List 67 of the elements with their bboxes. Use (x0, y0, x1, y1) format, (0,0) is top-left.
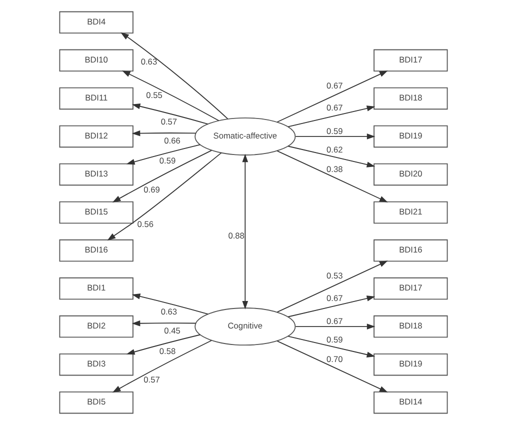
edge-label: 0.63 (160, 306, 178, 316)
arrow (112, 150, 212, 202)
edge-label: 0.62 (326, 144, 343, 154)
edge-label: 0.59 (159, 156, 176, 166)
arrow (295, 324, 376, 330)
node-box: BDI10 (59, 49, 134, 72)
arrow (112, 340, 212, 393)
node-box: BDI18 (374, 315, 448, 338)
edge-label: 0.59 (326, 126, 343, 136)
node-box: BDI19 (374, 353, 448, 376)
arrow (122, 70, 220, 122)
edge-label: 0.59 (326, 334, 343, 344)
edge-label: 0.55 (146, 90, 162, 100)
node-box: BDI16 (59, 239, 134, 262)
node-box: BDI15 (59, 201, 134, 224)
node-box: BDI1 (59, 277, 134, 300)
arrow (107, 152, 222, 241)
arrow (288, 296, 376, 318)
arrow (276, 150, 388, 202)
edge-label: 0.88 (228, 230, 244, 240)
node-box: BDI16 (374, 239, 448, 262)
arrow (132, 103, 208, 124)
arrow (276, 70, 388, 122)
edge-label: 0.53 (326, 270, 343, 281)
node-box: BDI12 (59, 125, 134, 148)
edge-label: 0.58 (159, 346, 176, 356)
arrow (276, 260, 388, 313)
edge-label: 0.63 (140, 56, 158, 66)
arrow (132, 130, 196, 136)
edge-label: 0.56 (137, 218, 154, 229)
node-box: BDI5 (59, 391, 134, 414)
node-box: BDI19 (374, 125, 448, 148)
node-box: BDI2 (59, 315, 134, 338)
arrow (132, 294, 208, 315)
edge-label: 0.66 (164, 136, 180, 146)
arrow (276, 340, 388, 392)
edge-label: 0.67 (326, 316, 343, 326)
arrow (126, 334, 201, 355)
edge-label: 0.67 (326, 102, 343, 113)
arrow (288, 336, 376, 358)
edge-label: 0.57 (144, 374, 160, 385)
node-box: BDI18 (374, 87, 448, 110)
node-box: BDI14 (374, 391, 448, 414)
edge-label: 0.67 (326, 292, 343, 303)
node-box: BDI20 (374, 163, 448, 186)
node-box: BDI3 (59, 353, 134, 376)
arrow (120, 32, 228, 120)
node-box: BDI17 (374, 277, 448, 300)
edge-label: 0.70 (326, 354, 343, 364)
arrow (126, 144, 201, 165)
edge-label: 0.69 (144, 184, 160, 194)
arrow (288, 146, 376, 168)
node-box: BDI21 (374, 201, 448, 224)
node-box: BDI4 (59, 11, 134, 34)
node-ellipse: Somatic-affective (194, 117, 296, 156)
node-box: BDI11 (59, 87, 134, 110)
edge-label: 0.38 (326, 164, 343, 174)
edge-label: 0.57 (160, 116, 178, 126)
arrow (288, 106, 376, 128)
node-box: BDI13 (59, 163, 134, 186)
edge-label: 0.67 (326, 80, 343, 90)
arrow (295, 134, 376, 140)
edge-label: 0.45 (164, 326, 180, 336)
node-box: BDI17 (374, 49, 448, 72)
node-ellipse: Cognitive (194, 308, 296, 346)
arrow (242, 154, 248, 310)
arrow (132, 320, 196, 326)
